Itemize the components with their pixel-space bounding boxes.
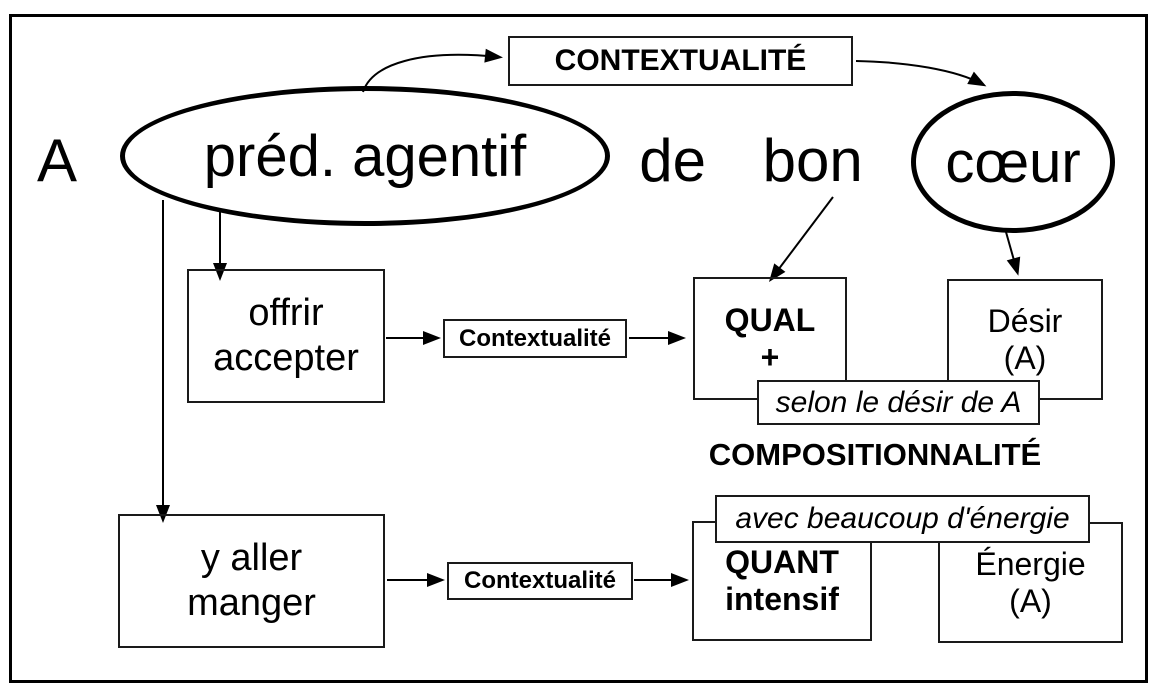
sentence-subject: A bbox=[36, 126, 78, 194]
offrir-accepter-box: offrir accepter bbox=[187, 269, 385, 403]
contextualite-quant-box: Contextualité bbox=[447, 562, 633, 600]
sentence-middle: de bon bbox=[639, 126, 863, 194]
pred-agentif-ellipse: préd. agentif bbox=[120, 86, 610, 226]
compositionnalite-label: COMPOSITIONNALITÉ bbox=[708, 437, 1042, 472]
coeur-ellipse: cœur bbox=[911, 91, 1115, 233]
coeur-label: cœur bbox=[945, 129, 1081, 195]
avec-gloss-box: avec beaucoup d'énergie bbox=[715, 495, 1090, 543]
contextualite-qual-box: Contextualité bbox=[443, 319, 627, 358]
selon-gloss-box: selon le désir de A bbox=[757, 380, 1040, 425]
y-aller-manger-box: y aller manger bbox=[118, 514, 385, 648]
pred-agentif-label: préd. agentif bbox=[203, 123, 527, 189]
qual-operator-box: QUAL + bbox=[693, 277, 847, 400]
diagram-border bbox=[9, 14, 1148, 683]
contextualite-top-box: CONTEXTUALITÉ bbox=[508, 36, 853, 86]
